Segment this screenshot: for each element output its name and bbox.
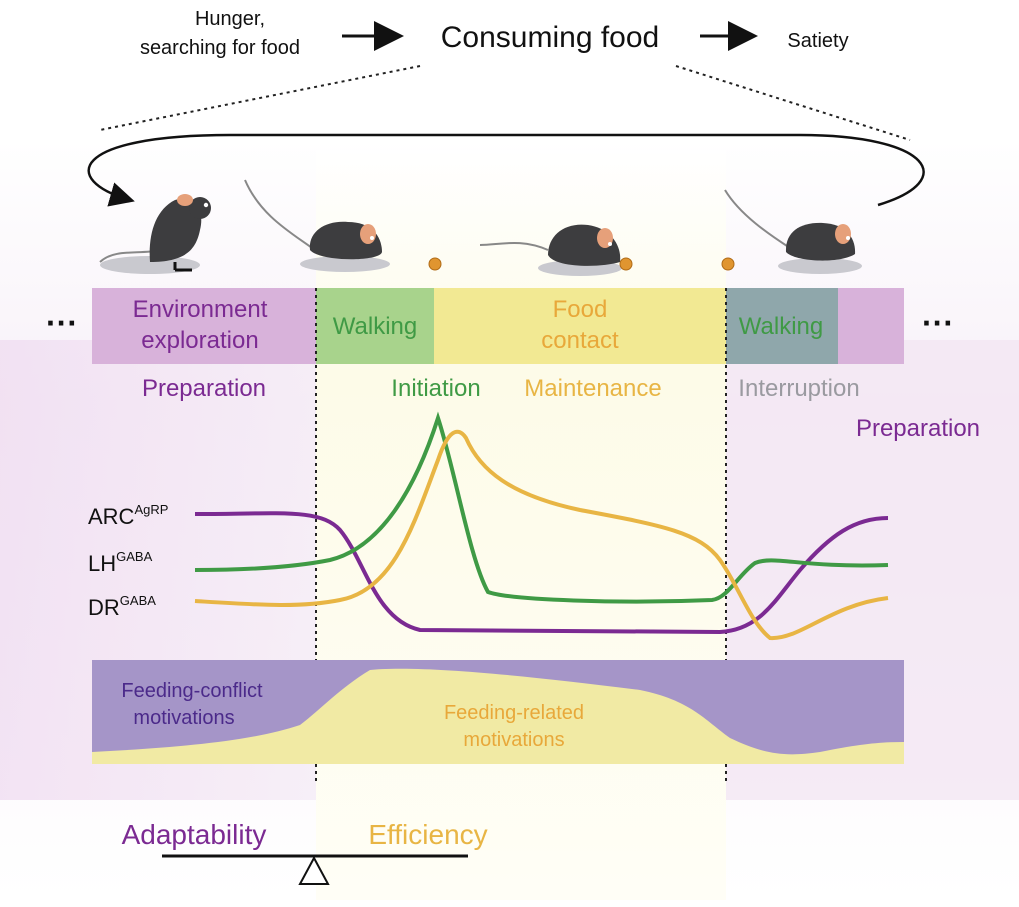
phase-interruption: Interruption bbox=[738, 375, 859, 402]
satiety-label: Satiety bbox=[787, 30, 848, 52]
food-contact-label: Food bbox=[553, 296, 608, 323]
feeding-related-area bbox=[92, 668, 904, 764]
phase-maintenance: Maintenance bbox=[524, 375, 661, 402]
conflict-motivation-label: motivations bbox=[133, 707, 234, 729]
ellipsis-left: ··· bbox=[46, 305, 78, 341]
walking-label: Walking bbox=[739, 313, 823, 340]
phase-initiation: Initiation bbox=[391, 375, 480, 402]
zoom-line-right bbox=[675, 65, 911, 141]
efficiency-label: Efficiency bbox=[368, 819, 487, 850]
walking-label: Walking bbox=[333, 313, 417, 340]
fulcrum-icon bbox=[298, 855, 330, 885]
mouse-walking-icon bbox=[724, 189, 862, 274]
food-contact-segment bbox=[434, 288, 726, 364]
dr-gaba-label: DRGABA bbox=[88, 593, 156, 620]
exploration-segment bbox=[92, 288, 316, 364]
adaptability-label: Adaptability bbox=[122, 819, 267, 850]
arc-agrp-label: ARCAgRP bbox=[88, 502, 168, 529]
exploration-label: Environment bbox=[133, 296, 268, 323]
arc-agrp-trace bbox=[194, 511, 889, 635]
related-motivation-label: Feeding-related bbox=[444, 702, 584, 724]
food-pellet-icon bbox=[721, 257, 735, 271]
dr-gaba-trace bbox=[194, 429, 889, 641]
zoom-line-left bbox=[99, 65, 421, 131]
lh-gaba-trace bbox=[194, 411, 889, 604]
ellipsis-right: ··· bbox=[922, 305, 954, 341]
loop-arrow-icon bbox=[87, 133, 925, 207]
mouse-rearing-icon bbox=[99, 194, 211, 274]
walking-segment bbox=[726, 288, 838, 364]
exploration-label: exploration bbox=[141, 327, 258, 354]
lh-gaba-label: LHGABA bbox=[88, 549, 153, 576]
phase-preparation-right: Preparation bbox=[856, 415, 980, 442]
consuming-food-label: Consuming food bbox=[441, 21, 659, 54]
related-motivation-label: motivations bbox=[463, 729, 564, 751]
searching-label: searching for food bbox=[140, 37, 300, 59]
food-contact-label: contact bbox=[541, 327, 619, 354]
hunger-label: Hunger, bbox=[195, 8, 265, 30]
walking-segment bbox=[316, 288, 434, 364]
mouse-eating-icon bbox=[479, 224, 633, 276]
food-pellet-icon bbox=[428, 257, 442, 271]
phase-preparation-left: Preparation bbox=[142, 375, 266, 402]
exploration-segment bbox=[838, 288, 904, 364]
mouse-walking-icon bbox=[244, 179, 390, 272]
conflict-motivation-label: Feeding-conflict bbox=[121, 680, 263, 702]
